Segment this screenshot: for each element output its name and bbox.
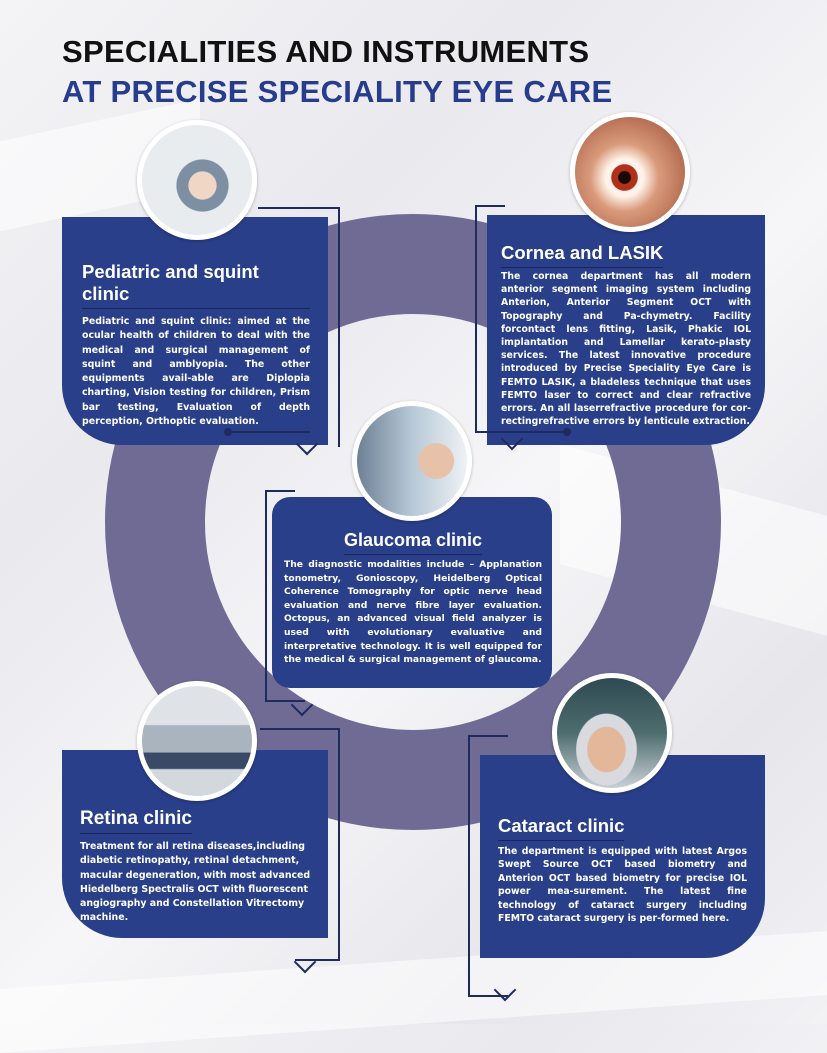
page-title-line2: AT PRECISE SPECIALITY EYE CARE <box>62 74 613 109</box>
glaucoma-exam-photo <box>352 401 472 521</box>
card-body: Pediatric and squint clinic: aimed at th… <box>82 316 310 428</box>
card-pediatric: Pediatric and squint clinic Pediatric an… <box>62 217 328 445</box>
operating-room-photo <box>137 681 257 801</box>
card-body: The cornea department has all modern ant… <box>501 271 751 428</box>
bracket-line <box>468 735 508 737</box>
bracket-line <box>258 207 340 209</box>
card-title: Glaucoma clinic <box>343 530 483 555</box>
bracket-line <box>260 728 340 730</box>
card-cornea: Cornea and LASIK The cornea department h… <box>487 215 765 445</box>
bracket-line <box>338 207 340 447</box>
bracket-line <box>475 431 565 433</box>
bracket-line <box>295 959 340 961</box>
bracket-line <box>338 728 340 961</box>
card-glaucoma: Glaucoma clinic The diagnostic modalitie… <box>272 497 552 688</box>
connector-dot <box>224 428 232 436</box>
bracket-line <box>265 490 295 492</box>
bracket-line <box>230 431 310 433</box>
bracket-line <box>475 205 505 207</box>
card-title: Cornea and LASIK <box>501 242 664 268</box>
card-title: Retina clinic <box>80 808 192 834</box>
bracket-line <box>475 205 477 432</box>
eye-laser-photo <box>570 112 690 232</box>
connector-dot <box>563 428 571 436</box>
bracket-line <box>265 700 305 702</box>
bracket-line <box>468 735 470 997</box>
bracket-line <box>265 490 267 702</box>
bracket-line <box>468 995 508 997</box>
card-title: Cataract clinic <box>498 815 625 841</box>
card-body: The diagnostic modalities include – Appl… <box>284 559 542 666</box>
card-body: The department is equipped with latest A… <box>498 846 747 925</box>
card-body: Treatment for all retina diseases,includ… <box>80 841 311 924</box>
cataract-patient-photo <box>552 673 672 793</box>
page-title-line1: SPECIALITIES AND INSTRUMENTS <box>62 34 590 69</box>
pediatric-photo <box>137 120 257 240</box>
card-title: Pediatric and squint clinic <box>82 261 310 309</box>
